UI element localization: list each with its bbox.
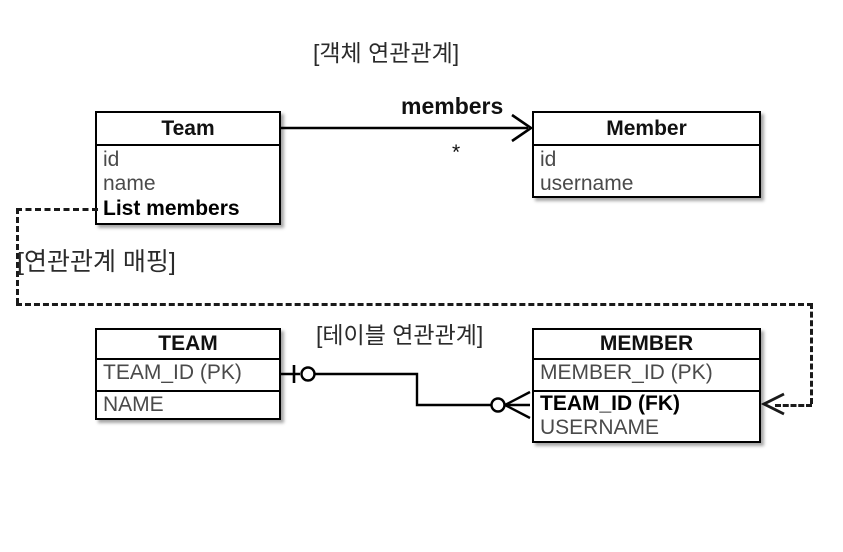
attribute-row: List members [103,196,240,220]
crow-foot-icon-lower [504,403,531,420]
table-relation-title: [테이블 연관관계] [316,322,484,348]
column-row: MEMBER_ID (PK) [540,361,713,384]
table-box-team-column-pk: TEAM_ID (PK) [97,360,279,390]
mapping-dash-to-member [775,404,812,407]
class-box-member-attributes: id username [534,146,759,196]
table-box-member: MEMBER MEMBER_ID (PK) TEAM_ID (FK) USERN… [532,328,761,443]
column-row: NAME [103,393,164,416]
table-box-team-column-name: NAME [97,390,279,420]
column-row: TEAM_ID (PK) [103,361,242,384]
attribute-row: username [540,172,634,196]
fk-line-path [315,372,491,407]
object-relation-title: [객체 연관관계] [313,40,460,66]
table-box-team-title: TEAM [97,330,279,360]
mapping-dash-left [16,208,19,304]
column-row: USERNAME [540,416,660,440]
table-box-team: TEAM TEAM_ID (PK) NAME [95,328,281,420]
class-box-member: Member id username [532,111,761,198]
mapping-title: [연관관계 매핑] [17,248,176,276]
column-row: TEAM_ID (FK) [540,392,680,415]
mapping-dash-bottom [16,303,813,306]
open-arrow-head-icon [511,113,534,143]
attribute-row: id [540,148,557,171]
association-multiplicity-many: * [452,141,461,164]
table-box-member-title: MEMBER [534,330,759,360]
association-label-members: members [401,93,504,119]
table-box-member-columns: TEAM_ID (FK) USERNAME [534,390,759,441]
attribute-row: name [103,172,156,196]
mapping-dash-right [810,303,813,404]
attribute-row: id [103,148,120,171]
class-box-team-attributes: id name List members [97,146,279,223]
optional-circle-icon-right [490,397,506,413]
crow-foot-icon-upper [504,390,531,407]
mapping-dash-top [16,208,98,211]
class-box-member-title: Member [534,113,759,146]
class-box-team: Team id name List members [95,111,281,225]
optional-circle-icon-left [300,366,316,382]
table-box-member-column-pk: MEMBER_ID (PK) [534,360,759,390]
class-box-team-title: Team [97,113,279,146]
